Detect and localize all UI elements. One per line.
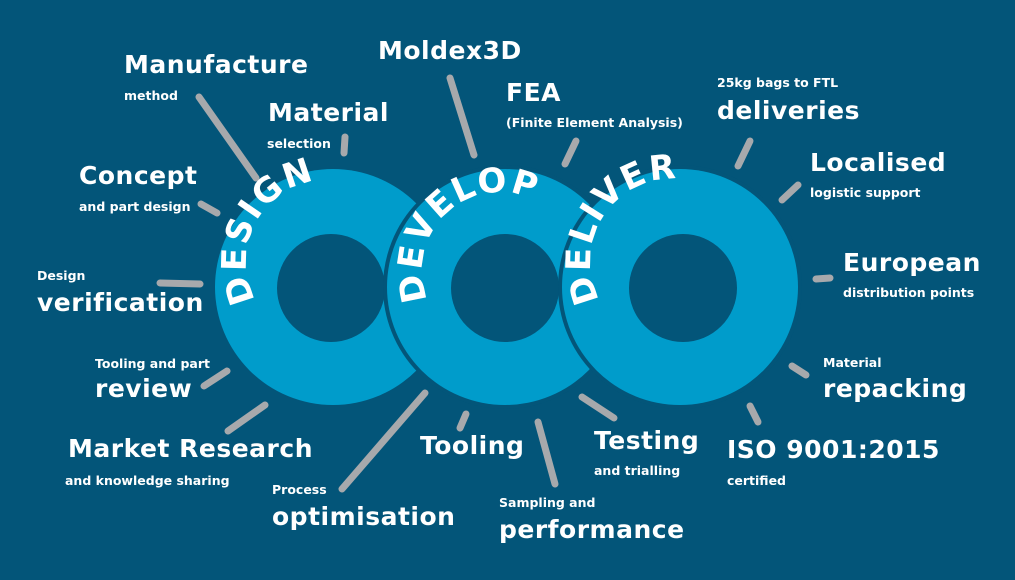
connector-testing (578, 393, 618, 422)
label-european-sub: distribution points (843, 285, 975, 300)
ring-deliver (558, 165, 802, 409)
label-repacking-title: repacking (823, 374, 968, 403)
connector-manufacture (195, 93, 260, 182)
label-concept-title: Concept (79, 161, 198, 190)
connector-lines (156, 74, 834, 493)
label-testing-sub: and trialling (594, 463, 681, 478)
connector-deliveries (734, 137, 754, 170)
label-repacking-pre: Material (823, 355, 882, 370)
label-testing-title: Testing (594, 426, 700, 455)
label-review-pre: Tooling and part (95, 356, 210, 371)
label-process-title: optimisation (272, 502, 456, 531)
label-process-pre: Process (272, 482, 327, 497)
ring-design (215, 169, 451, 405)
label-material-title: Material (268, 98, 389, 127)
connector-fea (561, 137, 580, 168)
connector-moldex (446, 74, 478, 159)
connector-material (340, 133, 349, 157)
label-localised-sub: logistic support (810, 185, 921, 200)
connector-verification (156, 279, 204, 288)
label-fea-sub: (Finite Element Analysis) (506, 115, 683, 130)
label-localised-title: Localised (810, 148, 947, 177)
connector-repacking (788, 362, 810, 379)
label-market-sub: and knowledge sharing (65, 473, 230, 488)
label-fea-title: FEA (506, 78, 562, 107)
label-iso-sub: certified (727, 473, 787, 488)
label-verification-title: verification (37, 288, 204, 317)
connector-process (338, 389, 429, 493)
label-deliveries-title: deliveries (717, 96, 860, 125)
label-review-title: review (95, 374, 193, 403)
label-manufacture-title: Manufacture (124, 50, 309, 79)
label-moldex-title: Moldex3D (378, 36, 522, 65)
connector-sampling (534, 418, 559, 488)
label-verification-pre: Design (37, 268, 86, 283)
connector-localised (778, 181, 802, 204)
label-concept-sub: and part design (79, 199, 191, 214)
label-sampling-title: performance (499, 515, 685, 544)
connector-tooling (456, 410, 470, 432)
label-iso-title: ISO 9001:2015 (727, 435, 940, 464)
connector-concept (197, 200, 221, 217)
connector-review (200, 367, 231, 390)
label-sampling-pre: Sampling and (499, 495, 596, 510)
connector-market (224, 401, 269, 435)
label-tooling-title: Tooling (420, 431, 525, 460)
label-manufacture-sub: method (124, 88, 178, 103)
label-european-title: European (843, 248, 981, 277)
label-material-sub: selection (267, 136, 331, 151)
connector-iso (746, 402, 762, 426)
connector-european (812, 274, 834, 283)
label-market-title: Market Research (68, 434, 313, 463)
label-deliveries-pre: 25kg bags to FTL (717, 75, 839, 90)
